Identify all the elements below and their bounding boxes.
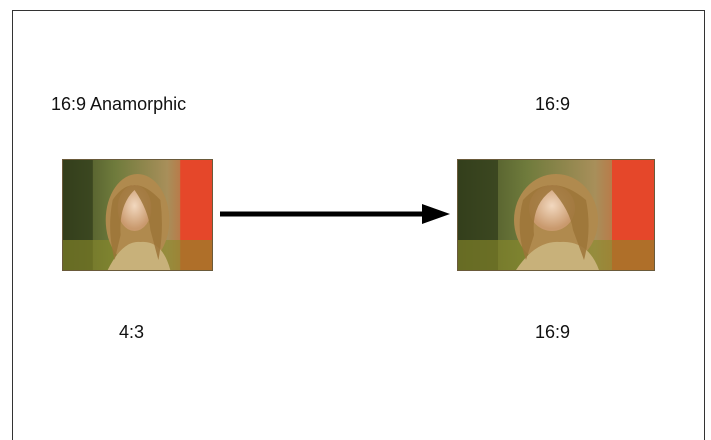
- source-display-label: 4:3: [119, 322, 145, 342]
- source-format-label: 16:9 Anamorphic: [51, 94, 187, 114]
- source-photo: [62, 159, 213, 271]
- portrait-photo-squeezed-icon: [63, 160, 212, 270]
- portrait-photo-widescreen-icon: [458, 160, 654, 270]
- target-format-label: 16:9: [535, 94, 571, 114]
- arrow-right-icon: [220, 204, 450, 224]
- target-display-label: 16:9: [535, 322, 571, 342]
- target-photo: [457, 159, 655, 271]
- diagram-frame: [12, 10, 705, 440]
